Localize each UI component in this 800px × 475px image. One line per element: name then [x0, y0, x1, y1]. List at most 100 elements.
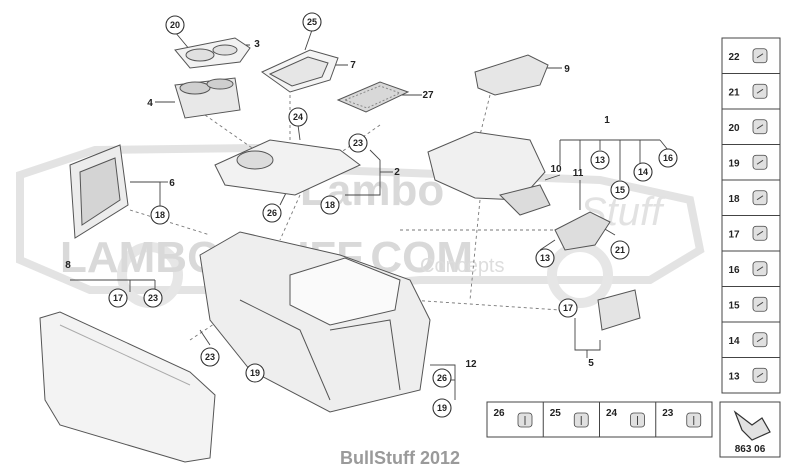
- side-part-16: 16: [722, 250, 780, 277]
- svg-text:16: 16: [663, 153, 673, 163]
- bottom-part-23: 23: [655, 402, 702, 437]
- arrow-icon: [733, 410, 771, 441]
- watermark-tagline: Concepts: [420, 255, 505, 277]
- svg-text:20: 20: [728, 123, 740, 134]
- bracket-clip-icon: [686, 412, 702, 428]
- callout-18: 18: [320, 195, 340, 215]
- callout-13: 13: [535, 248, 555, 268]
- svg-text:15: 15: [728, 300, 740, 311]
- part-side-panel: [69, 144, 129, 239]
- ref-label-6: 6: [169, 178, 175, 189]
- ref-label-1: 1: [604, 115, 610, 126]
- retainer-clip-icon: [752, 225, 768, 241]
- callout-25: 25: [302, 12, 322, 32]
- side-part-18: 18: [722, 179, 780, 206]
- diagram-code: 863 06: [735, 444, 766, 455]
- part-trim-panel: [214, 139, 361, 196]
- solid-leaders: [70, 29, 669, 400]
- side-parts-panel: 22 21 20 19 18 17 16 15 14 13: [721, 37, 781, 394]
- callout-23: 23: [143, 288, 163, 308]
- spring-clip-icon: [752, 154, 768, 170]
- svg-text:21: 21: [615, 245, 625, 255]
- svg-text:19: 19: [250, 368, 260, 378]
- ref-label-12: 12: [465, 359, 477, 370]
- side-part-19: 19: [722, 144, 780, 170]
- svg-text:23: 23: [148, 293, 158, 303]
- callout-15: 15: [610, 180, 630, 200]
- svg-text:24: 24: [606, 408, 618, 419]
- callout-20: 20: [165, 15, 185, 35]
- callout-26: 26: [432, 368, 452, 388]
- svg-text:15: 15: [615, 185, 625, 195]
- callout-16: 16: [658, 148, 678, 168]
- svg-text:21: 21: [728, 87, 740, 98]
- svg-text:20: 20: [170, 20, 180, 30]
- svg-text:19: 19: [728, 158, 740, 169]
- callout-19: 19: [245, 363, 265, 383]
- side-part-20: 20: [722, 108, 780, 135]
- ref-label-9: 9: [564, 64, 570, 75]
- side-part-22: 22: [728, 48, 768, 64]
- bottom-part-24: 24: [599, 402, 645, 437]
- svg-text:17: 17: [563, 303, 573, 313]
- ref-label-11: 11: [573, 168, 584, 179]
- ref-label-7: 7: [350, 60, 356, 71]
- side-part-15: 15: [722, 286, 780, 312]
- svg-text:22: 22: [728, 52, 740, 63]
- ref-label-10: 10: [550, 164, 562, 175]
- callout-13: 13: [590, 150, 610, 170]
- part-side-cover: [39, 311, 216, 463]
- torx-screw-icon: [752, 48, 768, 64]
- screw-icon: [630, 412, 645, 428]
- part-armrest-pad: [474, 54, 549, 96]
- bottom-parts-panel: 26 25 24 23: [486, 401, 713, 438]
- panel-screw-icon: [573, 412, 589, 428]
- callout-24: 24: [288, 107, 308, 127]
- svg-text:17: 17: [728, 229, 740, 240]
- svg-text:23: 23: [205, 352, 215, 362]
- part-storage-tray: [261, 49, 339, 93]
- svg-text:18: 18: [728, 194, 740, 205]
- svg-text:26: 26: [493, 408, 505, 419]
- svg-text:14: 14: [638, 167, 648, 177]
- bottom-part-25: 25: [542, 402, 589, 437]
- ref-label-4: 4: [147, 98, 153, 109]
- part-mat: [336, 81, 410, 113]
- diagram-code-box: 863 06: [719, 401, 781, 458]
- callout-17: 17: [558, 298, 578, 318]
- svg-text:18: 18: [325, 200, 335, 210]
- svg-text:17: 17: [113, 293, 123, 303]
- svg-text:16: 16: [728, 265, 740, 276]
- side-part-14: 14: [722, 321, 780, 348]
- side-part-17: 17: [722, 215, 780, 241]
- svg-text:19: 19: [437, 403, 447, 413]
- copyright: BullStuff 2012: [339, 448, 461, 468]
- expansion-rivet-icon: [752, 261, 768, 277]
- svg-text:23: 23: [662, 408, 674, 419]
- callout-21: 21: [610, 240, 630, 260]
- svg-text:26: 26: [267, 208, 277, 218]
- callout-14: 14: [633, 162, 653, 182]
- flange-screw-icon: [752, 119, 768, 135]
- ref-label-5: 5: [588, 358, 594, 369]
- svg-text:13: 13: [728, 371, 740, 382]
- ref-label-8: 8: [65, 260, 71, 271]
- svg-text:13: 13: [540, 253, 550, 263]
- ref-label-2: 2: [394, 167, 400, 178]
- grommet-icon: [752, 296, 768, 312]
- svg-text:24: 24: [293, 112, 303, 122]
- side-part-13: 13: [722, 357, 780, 383]
- ref-label-3: 3: [254, 39, 260, 50]
- callout-18: 18: [150, 205, 170, 225]
- svg-text:23: 23: [353, 138, 363, 148]
- callout-19: 19: [432, 398, 452, 418]
- clip-icon: [517, 412, 533, 428]
- callout-17: 17: [108, 288, 128, 308]
- washer-icon: [752, 332, 768, 348]
- svg-text:18: 18: [155, 210, 165, 220]
- callout-26: 26: [262, 203, 282, 223]
- callout-23: 23: [348, 133, 368, 153]
